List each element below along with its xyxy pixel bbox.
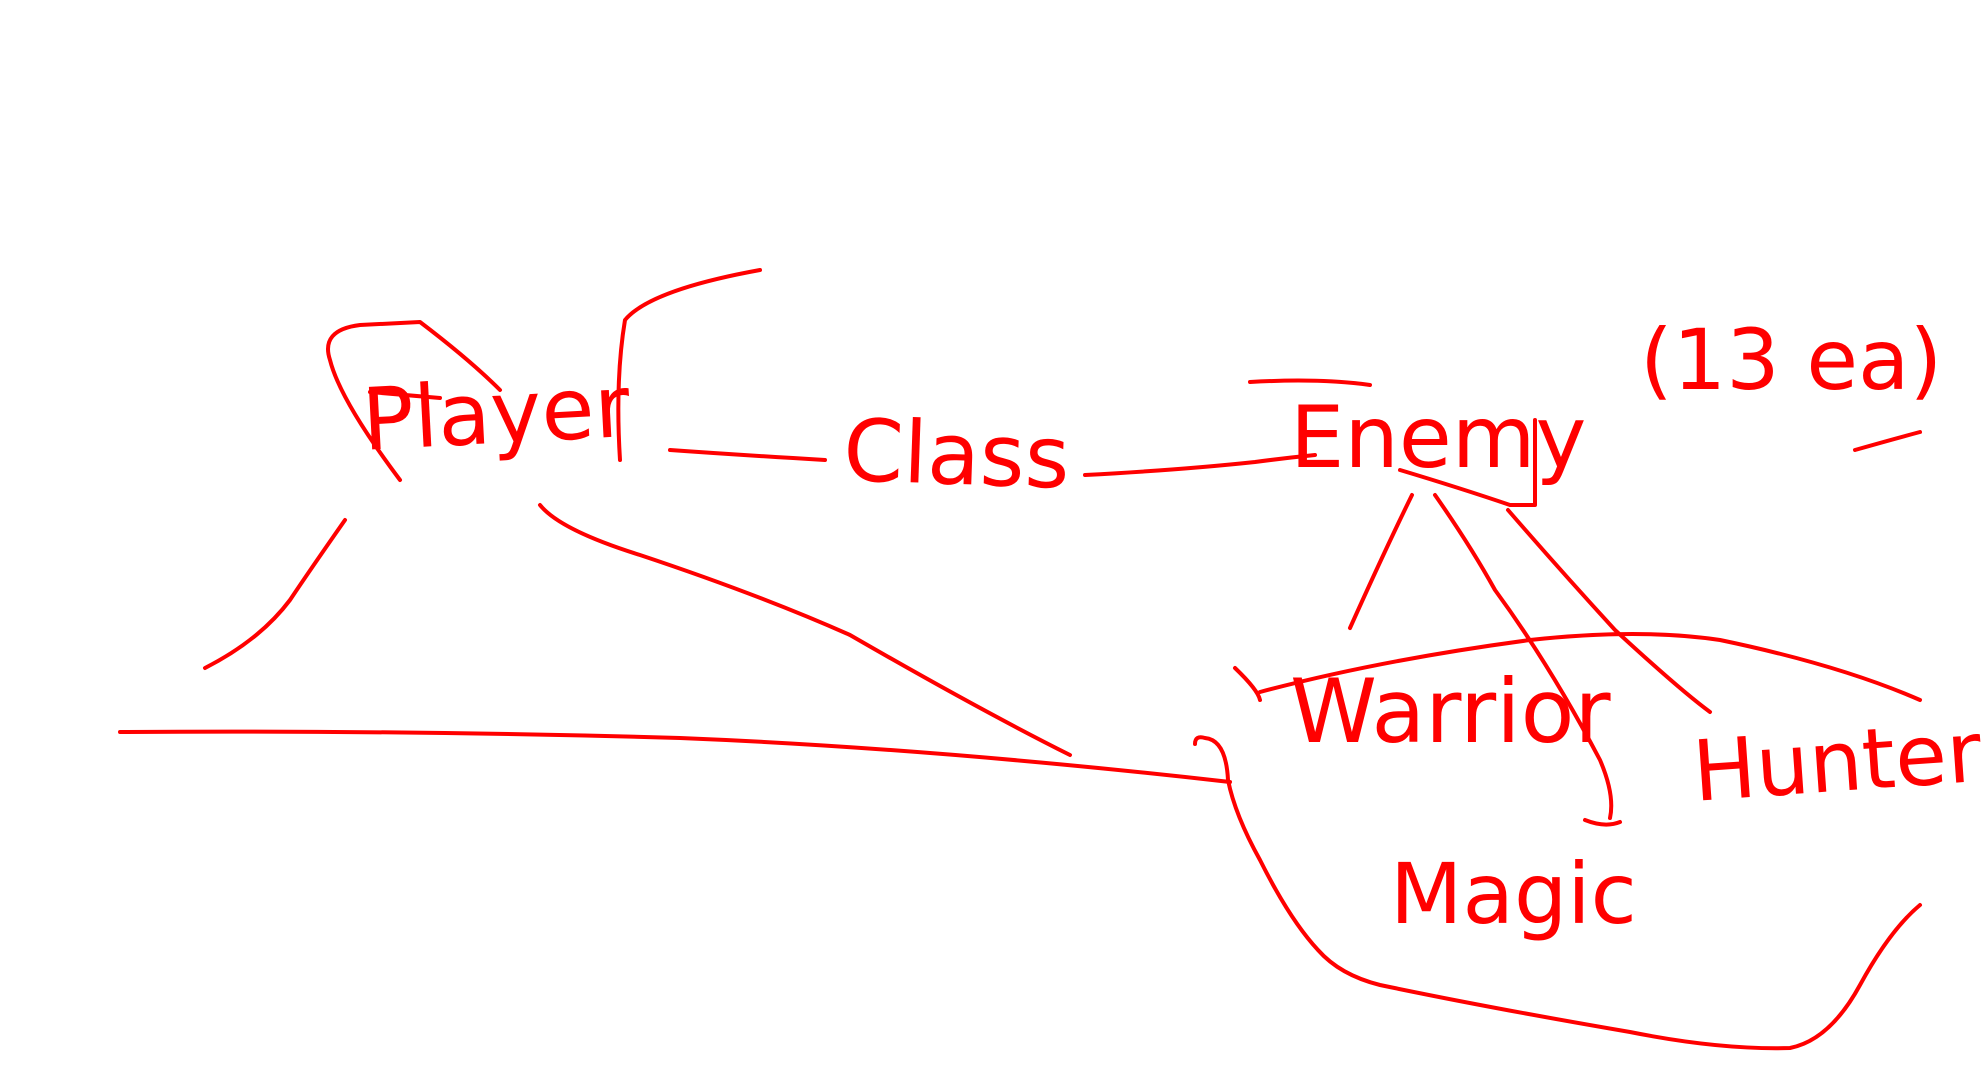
- enemy-top-bar: [1248, 378, 1372, 387]
- player-hook-stroke: [616, 268, 762, 462]
- sketch-strokes: [118, 268, 1922, 1051]
- player-class-connector: [668, 448, 827, 462]
- player-bracket-stroke-2: [368, 390, 442, 400]
- enemy-branch-magic: [1433, 493, 1614, 820]
- label-hunter: Hunter: [1689, 702, 1984, 821]
- label-enemy: Enemy: [1290, 388, 1587, 488]
- label-magic: Magic: [1390, 845, 1637, 943]
- player-bracket-stroke: [326, 320, 502, 482]
- class-enemy-connector: [1083, 453, 1317, 477]
- label-warrior: Warrior: [1290, 660, 1611, 763]
- label-class: Class: [841, 401, 1072, 509]
- player-left-branch: [203, 518, 347, 670]
- whiteboard-canvas: Player Class Enemy (13 ea) Warrior Magic…: [118, 268, 1984, 1051]
- group-enclosure: [1193, 632, 1922, 1051]
- base-line: [118, 729, 1232, 784]
- label-player: Player: [359, 357, 633, 471]
- enemy-branch-hunter: [1506, 508, 1712, 714]
- player-long-curve: [538, 503, 1072, 757]
- magic-branch-tick: [1583, 818, 1622, 827]
- enemy-branch-warrior: [1348, 493, 1414, 630]
- warrior-flick: [1233, 666, 1262, 702]
- enemy-underline: [1398, 418, 1537, 507]
- count-underline: [1853, 430, 1922, 452]
- label-count: (13 ea): [1640, 311, 1943, 409]
